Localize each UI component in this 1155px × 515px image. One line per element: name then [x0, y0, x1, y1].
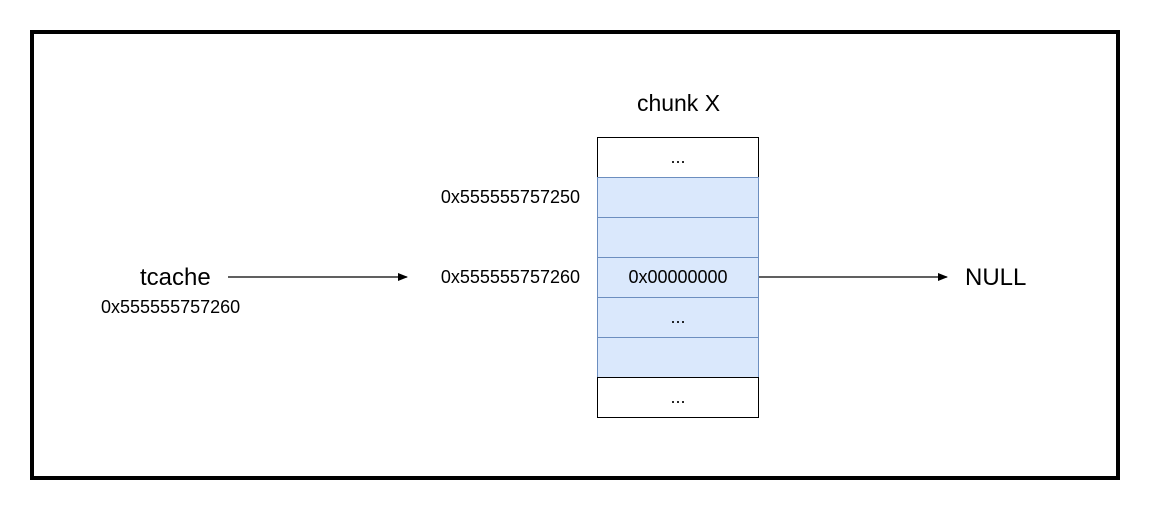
- chunk-cell-4: ...: [597, 297, 759, 338]
- ellipsis-label: ...: [670, 307, 686, 327]
- ellipsis-label: ...: [670, 387, 686, 407]
- tcache-value: 0x555555757260: [101, 297, 241, 317]
- fd-pointer-value: 0x00000000: [628, 267, 728, 287]
- chunk-title: chunk X: [636, 90, 721, 116]
- tcache-label: tcache: [140, 264, 211, 291]
- address-label-row3: 0x555555757260: [440, 267, 580, 287]
- chunk-cell-6: ...: [597, 377, 759, 418]
- null-label: NULL: [965, 264, 1027, 291]
- chunk-cell-5: [597, 337, 759, 378]
- chunk-cell-3: 0x00000000: [597, 257, 759, 298]
- diagram-frame: [30, 30, 1120, 480]
- chunk-cell-2: [597, 217, 759, 258]
- ellipsis-label: ...: [670, 147, 686, 167]
- address-label-row1: 0x555555757250: [440, 187, 580, 207]
